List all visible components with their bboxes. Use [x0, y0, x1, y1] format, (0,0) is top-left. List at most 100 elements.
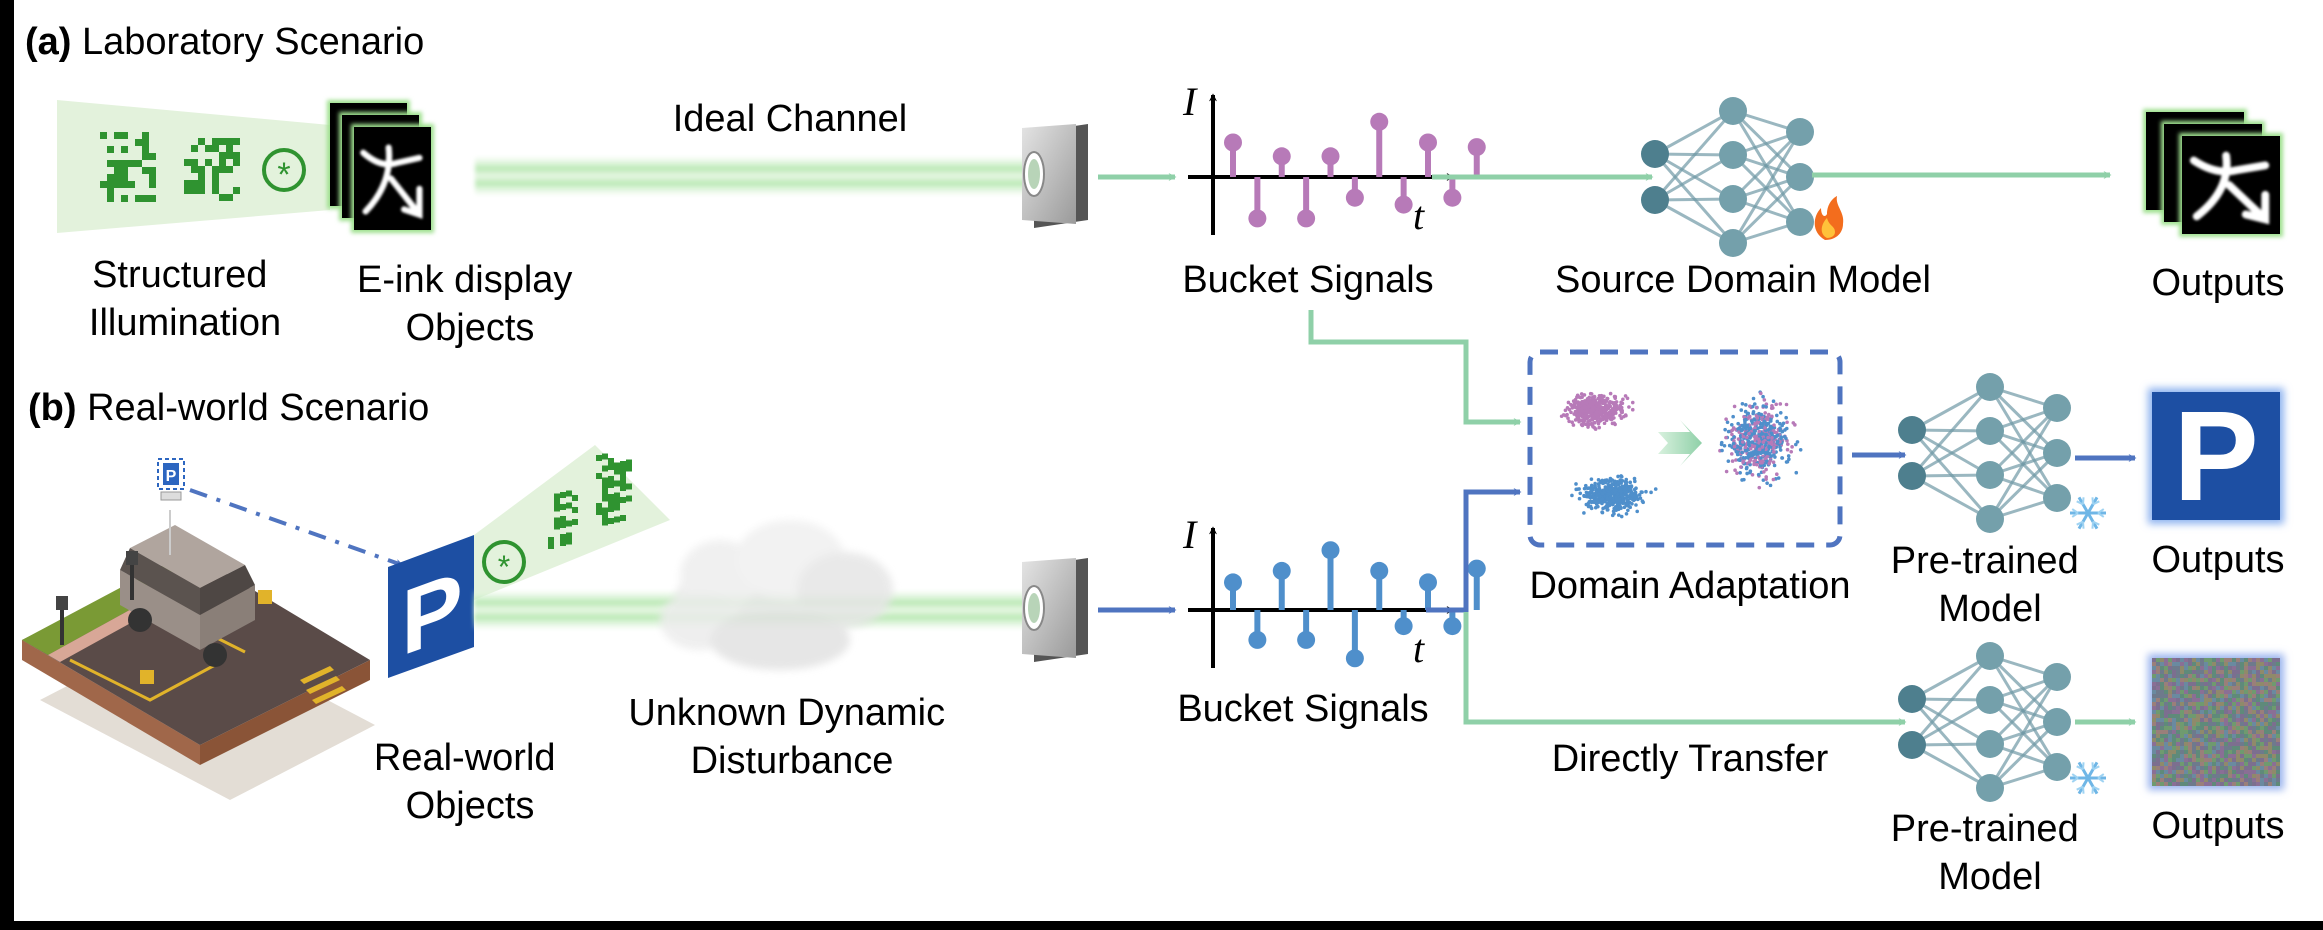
pattern-cell	[566, 490, 572, 497]
noise-pixel	[2244, 702, 2248, 706]
svg-text:*: *	[498, 549, 510, 585]
pattern-cell	[226, 152, 233, 159]
aligned-point	[1757, 447, 1762, 452]
snowflake-arm	[2086, 496, 2099, 514]
pattern-cell	[128, 160, 135, 167]
nn-edge	[1988, 676, 2059, 789]
noise-pixel	[2232, 678, 2236, 682]
noise-pixel	[2244, 658, 2248, 662]
noise-pixel	[2252, 718, 2256, 722]
noise-pixel	[2184, 742, 2188, 746]
pattern-cell	[135, 139, 142, 146]
noise-pixel	[2220, 782, 2224, 786]
pattern-cell	[614, 462, 620, 469]
noise-pixel	[2152, 766, 2156, 770]
noise-pixel	[2268, 770, 2272, 774]
noise-pixel	[2156, 666, 2160, 670]
noise-pixel	[2268, 738, 2272, 742]
convolution-icon: *	[262, 148, 306, 194]
noise-pixel	[2276, 710, 2280, 714]
source-point	[1567, 419, 1571, 424]
aligned-point	[1762, 463, 1767, 468]
noise-pixel	[2224, 742, 2228, 746]
noise-pixel	[2204, 754, 2208, 758]
noise-pixel	[2240, 770, 2244, 774]
noise-pixel	[2264, 670, 2268, 674]
noise-pixel	[2240, 658, 2244, 662]
noise-pixel	[2196, 734, 2200, 738]
snowflake-branch	[2097, 508, 2105, 514]
noise-pixel	[2220, 706, 2224, 710]
pattern-cell	[107, 174, 114, 181]
aligned-point	[1770, 435, 1774, 440]
noise-pixel	[2200, 778, 2204, 782]
target-point	[1618, 499, 1622, 503]
noise-pixel	[2180, 750, 2184, 754]
noise-pixel	[2156, 750, 2160, 754]
noise-pixel	[2156, 706, 2160, 710]
noise-pixel	[2224, 754, 2228, 758]
snowflake-arm	[2086, 761, 2099, 779]
domain-adaptation-scatter	[1559, 390, 1803, 519]
noise-pixel	[2244, 674, 2248, 678]
pattern-cell	[626, 465, 632, 472]
noise-pixel	[2276, 670, 2280, 674]
pattern-cell	[212, 138, 219, 145]
noise-pixel	[2196, 678, 2200, 682]
noise-pixel	[2156, 686, 2160, 690]
source-point	[1594, 402, 1598, 406]
noise-pixel	[2252, 726, 2256, 730]
noise-pixel	[2268, 694, 2272, 698]
noise-pixel	[2248, 702, 2252, 706]
aligned-point	[1743, 409, 1748, 414]
noise-pixel	[2192, 698, 2196, 702]
noise-pixel	[2212, 738, 2216, 742]
nn-edge	[1910, 655, 1992, 746]
noise-pixel	[2176, 754, 2180, 758]
noise-pixel	[2232, 778, 2236, 782]
noise-pixel	[2264, 778, 2268, 782]
noise-pixel	[2232, 762, 2236, 766]
aligned-point	[1722, 444, 1727, 448]
source-point	[1608, 417, 1613, 421]
noise-pixel	[2156, 778, 2160, 782]
noise-pixel	[2276, 722, 2280, 726]
noise-pixel	[2188, 734, 2192, 738]
noise-pixel	[2184, 766, 2188, 770]
target-point	[1603, 505, 1607, 510]
parking-lot-scene: P	[22, 458, 375, 800]
noise-pixel	[2252, 678, 2256, 682]
noise-pixel	[2208, 670, 2212, 674]
aligned-point	[1756, 472, 1761, 477]
aligned-point	[1785, 459, 1790, 464]
noise-pixel	[2272, 730, 2276, 734]
noise-pixel	[2212, 742, 2216, 746]
noise-pixel	[2188, 670, 2192, 674]
noise-pixel	[2196, 766, 2200, 770]
noise-pixel	[2204, 662, 2208, 666]
aligned-point	[1764, 405, 1768, 409]
noise-pixel	[2216, 730, 2220, 734]
noise-pixel	[2208, 746, 2212, 750]
noise-pixel	[2188, 690, 2192, 694]
noise-pixel	[2156, 774, 2160, 778]
target-point	[1577, 487, 1581, 491]
noise-pixel	[2204, 670, 2208, 674]
noise-pixel	[2212, 746, 2216, 750]
noise-pixel	[2220, 758, 2224, 762]
noise-pixel	[2164, 666, 2168, 670]
noise-pixel	[2232, 690, 2236, 694]
noise-pixel	[2204, 742, 2208, 746]
pattern-cell	[614, 480, 620, 487]
noise-pixel	[2176, 702, 2180, 706]
pattern-cell	[107, 181, 114, 188]
snowflake-branch	[2076, 785, 2084, 791]
source-point	[1614, 400, 1619, 404]
aligned-point	[1778, 402, 1783, 406]
source-point	[1565, 412, 1569, 417]
aligned-point	[1724, 435, 1728, 440]
noise-pixel	[2252, 698, 2256, 702]
source-point	[1580, 395, 1584, 400]
noise-pixel	[2232, 750, 2236, 754]
noise-pixel	[2240, 662, 2244, 666]
